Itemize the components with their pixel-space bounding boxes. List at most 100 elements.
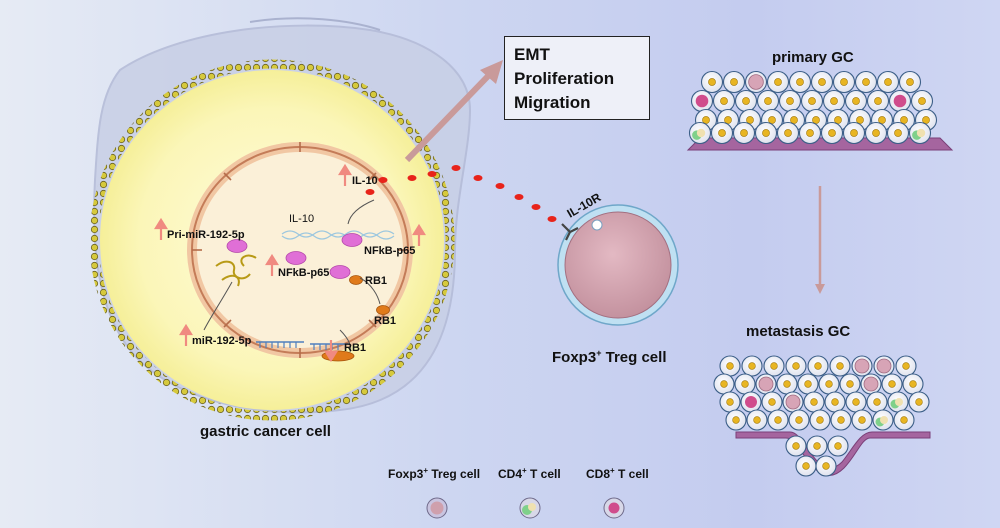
cell-caption: gastric cancer cell <box>200 423 331 440</box>
tissue-cell <box>893 409 915 431</box>
il10r-receptor <box>561 223 579 241</box>
tissue-cell <box>806 435 828 457</box>
tissue-cell <box>766 70 790 94</box>
tissue-cell <box>778 89 802 113</box>
tissue-cell <box>797 373 819 395</box>
tissue-cell <box>866 391 888 413</box>
tissue-cell <box>824 391 846 413</box>
effect-migration: Migration <box>514 93 591 112</box>
tissue-cell <box>822 89 846 113</box>
label-rb1-bottom: RB1 <box>344 342 366 354</box>
tissue-cell <box>839 373 861 395</box>
nucleus <box>187 142 413 358</box>
label-mir: miR-192-5p <box>192 335 252 347</box>
tissue-cell <box>785 435 807 457</box>
tissue-cell <box>832 70 856 94</box>
tissue-cell <box>690 89 714 113</box>
tissue-cell <box>864 121 888 145</box>
tissue-cell <box>725 409 747 431</box>
tissue-cell <box>809 409 831 431</box>
effect-emt: EMT <box>514 45 550 64</box>
effects-box: EMT Proliferation Migration <box>504 36 650 120</box>
legend-swatch <box>519 497 541 519</box>
tissue-cell <box>763 355 785 377</box>
tissue-cell <box>713 373 735 395</box>
tissue-cell <box>845 391 867 413</box>
il10-secretion-dots <box>365 165 557 222</box>
label-nfkb-right: NFkB-p65 <box>364 245 415 257</box>
tissue-cell <box>888 89 912 113</box>
tissue-cell <box>872 409 894 431</box>
dna-strands <box>281 230 395 240</box>
tissue-cell <box>854 70 878 94</box>
pathway-arrows <box>203 199 381 353</box>
tissue-cell <box>744 70 768 94</box>
tissue-cell <box>785 355 807 377</box>
tissue-cell <box>910 89 934 113</box>
tissue-cell <box>908 391 930 413</box>
label-rb1-membrane: RB1 <box>374 315 396 327</box>
tissue-cell <box>788 70 812 94</box>
effect-arrow <box>404 60 503 163</box>
treg-caption: Foxp3+ Treg cell <box>552 348 667 366</box>
legend-label: CD4+ T cell <box>498 466 561 481</box>
tissue-cell <box>866 89 890 113</box>
legend-swatch <box>426 497 448 519</box>
tissue-cell <box>820 121 844 145</box>
treg-cell: IL-10R Foxp3+ Treg cell <box>552 190 679 366</box>
label-nfkb-center: NFkB-p65 <box>278 267 329 279</box>
tissue-cell <box>719 355 741 377</box>
regulation-arrows <box>154 163 426 363</box>
tissue-cell <box>842 121 866 145</box>
pri-mirna-hairpin <box>215 254 257 287</box>
primary-gc-tissue <box>686 70 954 151</box>
label-pri-mir: Pri-miR-192-5p <box>167 229 245 241</box>
tissue-cell <box>902 373 924 395</box>
tissue-cell <box>800 89 824 113</box>
tissue-cell <box>860 373 882 395</box>
tissue-cell <box>830 409 852 431</box>
tissue-cell <box>754 121 778 145</box>
tissue-cell <box>734 89 758 113</box>
tissue-cell <box>732 121 756 145</box>
tissue-cell <box>712 89 736 113</box>
tissue-cell <box>895 355 917 377</box>
tissue-cell <box>798 121 822 145</box>
tissue-cell <box>788 409 810 431</box>
legend-label: Foxp3+ Treg cell <box>388 466 480 481</box>
tissue-cell <box>700 70 724 94</box>
tissue-cell <box>898 70 922 94</box>
tissue-cell <box>734 373 756 395</box>
tissue-cell <box>719 391 741 413</box>
tissue-cell <box>803 391 825 413</box>
tissue-cell <box>873 355 895 377</box>
legend-swatch <box>603 497 625 519</box>
progression-arrow <box>815 186 825 294</box>
tissue-cell <box>782 391 804 413</box>
label-il10-inner: IL-10 <box>289 213 314 225</box>
tissue-cell <box>710 121 734 145</box>
tissue-cell <box>827 435 849 457</box>
label-rb1-inner: RB1 <box>365 275 387 287</box>
tissue-cell <box>755 373 777 395</box>
tissue-cell <box>886 121 910 145</box>
legend-label: CD8+ T cell <box>586 466 649 481</box>
effect-proliferation: Proliferation <box>514 69 615 88</box>
tissue-cell <box>887 391 909 413</box>
plasma-membrane <box>89 59 455 421</box>
tissue-cell <box>810 70 834 94</box>
tissue-cell <box>818 373 840 395</box>
label-primary-gc: primary GC <box>772 49 854 66</box>
tissue-cell <box>815 455 837 477</box>
metastasis-gc-tissue <box>713 355 931 477</box>
cell-type-legend: Foxp3+ Treg cell CD4+ T cell CD8+ T cell <box>388 466 649 519</box>
tissue-cell <box>851 409 873 431</box>
tissue-cell <box>844 89 868 113</box>
label-metastasis-gc: metastasis GC <box>746 323 850 340</box>
tissue-cell <box>881 373 903 395</box>
tissue-cell <box>829 355 851 377</box>
label-il10-top: IL-10 <box>352 175 378 187</box>
tissue-cell <box>795 455 817 477</box>
tissue-cell <box>767 409 789 431</box>
